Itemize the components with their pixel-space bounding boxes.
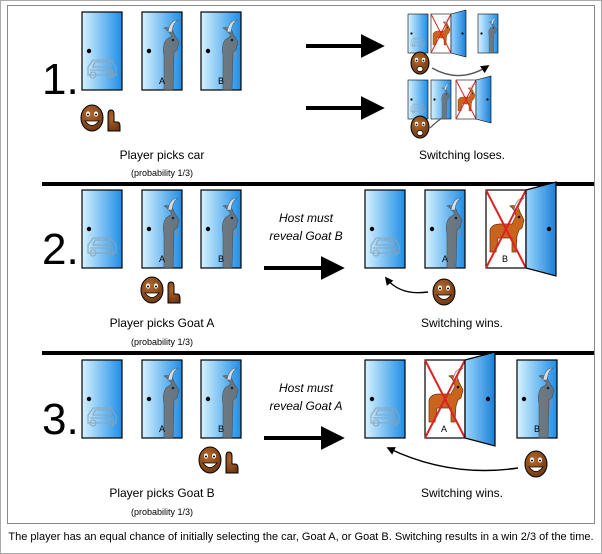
scenario-2-picks-label: Player picks Goat A xyxy=(110,316,215,330)
scenario-2-result-label: Switching wins. xyxy=(421,316,503,330)
scenario-1-number: 1. xyxy=(42,55,79,104)
scenario-2: 2. A B Host must reveal Goat B A B Playe… xyxy=(42,181,557,347)
scenario-2-happy-face xyxy=(432,278,456,306)
scenario-3-door-b-letter: B xyxy=(218,424,224,434)
scenario-1-probability: (probability 1/3) xyxy=(131,168,193,178)
scenario-3-switch-arrow xyxy=(386,447,519,472)
scenario-2-open-door xyxy=(525,181,557,277)
caption: The player has an equal chance of initia… xyxy=(8,531,594,543)
scenario-2-probability: (probability 1/3) xyxy=(131,337,193,347)
scenario-3-door-car xyxy=(81,359,123,439)
scenario-2-door-a-letter: A xyxy=(159,254,165,264)
scenario-3-outcome-car xyxy=(364,359,406,439)
scenario-2-outcome-car xyxy=(364,189,406,269)
scenario-3-host-line-1: Host must xyxy=(279,381,334,395)
scenario-3-happy-face xyxy=(524,450,548,478)
scenario-2-number: 2. xyxy=(42,225,79,274)
scenario-1: 1. A B Player picks car (probability 1/3… xyxy=(42,9,505,178)
scenario-2-switch-arrow xyxy=(384,276,429,294)
scenario-2-host-line-2: reveal Goat B xyxy=(269,229,342,243)
separator-2 xyxy=(42,351,594,355)
scenario-3-outcome-b-letter: B xyxy=(534,424,540,434)
scenario-2-door-b-letter: B xyxy=(218,254,224,264)
scenario-2-door-car xyxy=(81,189,123,269)
scenario-3-probability: (probability 1/3) xyxy=(131,507,193,517)
scenario-3: 3. A B Host must reveal Goat A A B Playe… xyxy=(42,351,558,517)
separator-1 xyxy=(42,182,594,186)
scenario-2-outcome-a-letter: A xyxy=(442,254,448,264)
scenario-1-switch-arrow xyxy=(431,65,490,77)
scenario-3-picks-label: Player picks Goat B xyxy=(109,486,214,500)
scenario-3-door-a-letter: A xyxy=(159,424,165,434)
scenario-1-sad-face-top xyxy=(410,51,430,75)
scenario-3-revealed-a-letter: A xyxy=(441,424,447,434)
scenario-3-result-label: Switching wins. xyxy=(421,486,503,500)
scenario-1-door-b-letter: B xyxy=(218,76,224,86)
scenario-1-sad-face-bottom xyxy=(410,115,430,139)
scenario-3-number: 3. xyxy=(42,395,79,444)
scenario-2-revealed-b-letter: B xyxy=(502,254,508,264)
scenario-1-door-car xyxy=(81,11,123,91)
scenario-1-outcome-top xyxy=(407,9,499,58)
scenario-1-picks-label: Player picks car xyxy=(120,148,205,162)
scenario-1-result-label: Switching loses. xyxy=(419,148,505,162)
scenario-3-open-door xyxy=(464,351,496,447)
scenario-3-host-line-2: reveal Goat A xyxy=(270,399,343,413)
scenario-1-switch-arrow-2 xyxy=(429,117,443,129)
scenario-1-door-a-letter: A xyxy=(159,76,165,86)
scenario-2-host-line-1: Host must xyxy=(279,211,334,225)
